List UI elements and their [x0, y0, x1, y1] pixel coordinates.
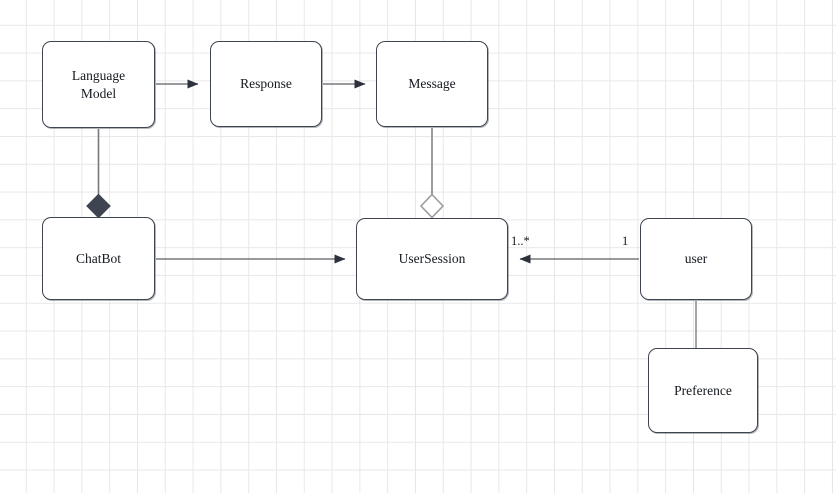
node-label-message: Message: [408, 76, 456, 92]
edge-message-to-usersession: [419, 128, 445, 219]
edge-label-multiplicity-one: 1: [622, 234, 629, 248]
edge-language-model-to-chatbot: [86, 129, 111, 219]
node-response[interactable]: Response: [210, 41, 322, 127]
node-message[interactable]: Message: [376, 41, 488, 127]
node-label-language-model: Language Model: [71, 67, 126, 101]
filled-diamond-marker: [86, 193, 111, 219]
node-language-model[interactable]: Language Model: [42, 41, 155, 128]
node-label-user: user: [684, 251, 708, 267]
edge-label-multiplicity-many: 1..*: [511, 234, 530, 248]
hollow-diamond-marker: [419, 193, 445, 219]
node-chatbot[interactable]: ChatBot: [42, 217, 155, 300]
node-label-chatbot: ChatBot: [75, 250, 121, 266]
node-usersession[interactable]: UserSession: [356, 218, 508, 300]
node-label-preference: Preference: [674, 382, 732, 398]
node-preference[interactable]: Preference: [648, 348, 758, 433]
node-label-usersession: UserSession: [398, 251, 466, 267]
node-user[interactable]: user: [640, 218, 752, 300]
node-label-response: Response: [240, 76, 292, 92]
